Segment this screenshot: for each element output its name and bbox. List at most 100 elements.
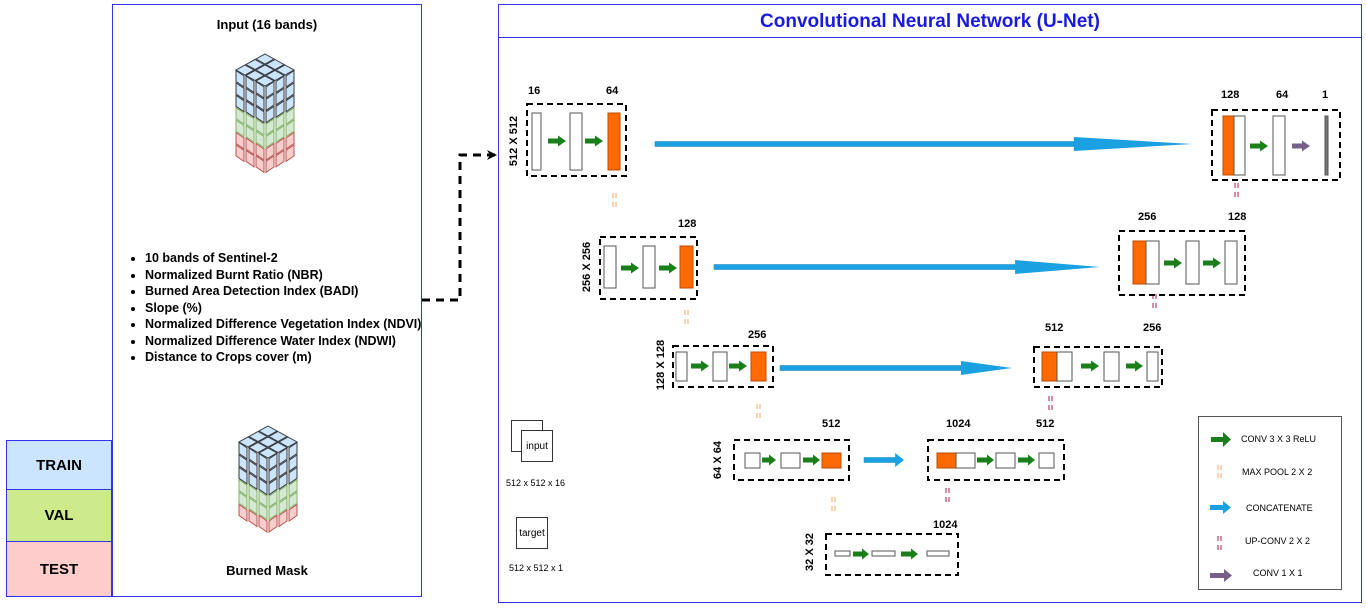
cube-top-cell — [264, 58, 286, 71]
cube-side-cell — [288, 453, 298, 473]
cube-side-cell — [255, 92, 265, 112]
cube-top-cell — [257, 425, 279, 437]
dec4-channels-concat: 128 — [1221, 89, 1240, 101]
cube-side-cell — [278, 496, 288, 516]
cube-top-cell — [277, 436, 299, 448]
legend: CONV 3 X 3 ReLU MAX POOL 2 X 2 CONCATENA… — [1198, 416, 1342, 590]
cube-side-cell — [275, 99, 285, 119]
cube-side-cell — [238, 478, 248, 498]
legend-conv3x3-label: CONV 3 X 3 ReLU — [1241, 434, 1317, 444]
cube-top-cell — [264, 69, 286, 82]
cube-side-cell — [275, 112, 285, 131]
maxpool-connector-1 — [612, 193, 617, 207]
unet-panel: Convolutional Neural Network (U-Net) — [498, 4, 1362, 603]
cube-side-cell — [255, 105, 265, 124]
cube-side-cell — [255, 80, 265, 99]
cube-side-cell — [275, 137, 285, 156]
cube-side-cell — [248, 484, 258, 503]
cube-side-cell — [275, 124, 285, 144]
conv1x1-arrow-icon — [1292, 140, 1310, 152]
mask-cube-stack-icon — [237, 425, 299, 533]
conv-arrow-icon — [621, 262, 639, 274]
cube-side-cell — [275, 87, 285, 106]
cube-side-cell — [255, 154, 265, 174]
legend-conv1x1-label: CONV 1 X 1 — [1253, 568, 1303, 578]
feature-map — [1146, 351, 1159, 382]
feature-map — [995, 452, 1016, 469]
dec2-block — [1033, 346, 1163, 388]
feature-map — [955, 452, 976, 469]
dec2-block-256 — [1118, 230, 1246, 296]
cube-side-cell — [268, 514, 278, 533]
legend-maxpool-icon — [1217, 465, 1222, 478]
conv-arrow-icon — [1203, 257, 1221, 269]
cube-side-cell — [235, 81, 245, 101]
conv-arrow-icon — [1081, 360, 1099, 372]
feature-map — [926, 550, 950, 557]
enc3-resolution: 128 X 128 — [655, 339, 667, 391]
band-item: Normalized Difference Water Index (NDWI) — [145, 333, 425, 350]
unet-title: Convolutional Neural Network (U-Net) — [499, 5, 1361, 38]
feature-map — [1224, 240, 1238, 285]
cube-top-cell — [247, 430, 269, 443]
band-item: 10 bands of Sentinel-2 — [145, 250, 425, 267]
cube-top-cell — [237, 436, 259, 448]
conv-arrow-icon — [691, 360, 709, 372]
legend-upconv-label: UP-CONV 2 X 2 — [1245, 536, 1311, 546]
cube-side-cell — [258, 464, 268, 484]
feature-map — [642, 245, 656, 289]
input-to-unet-connector — [422, 150, 497, 302]
feature-map — [1272, 115, 1286, 176]
input-tensor-icon: input — [511, 420, 553, 462]
feature-map — [1145, 240, 1160, 285]
enc2-channels-out: 128 — [678, 218, 697, 230]
feature-map — [712, 351, 728, 382]
cube-side-cell — [235, 94, 245, 113]
cube-side-cell — [258, 477, 268, 496]
band-item: Slope (%) — [145, 300, 425, 317]
cube-side-cell — [278, 459, 288, 478]
conv-arrow-icon — [762, 454, 776, 466]
cube-side-cell — [285, 119, 295, 138]
cube-side-cell — [285, 143, 295, 163]
dec1-block — [927, 439, 1065, 481]
cube-side-cell — [248, 496, 258, 516]
cube-side-cell — [245, 99, 255, 119]
cube-side-cell — [258, 489, 268, 509]
cube-side-cell — [278, 484, 288, 503]
cube-side-cell — [278, 509, 288, 528]
upconv-connector-1 — [1234, 183, 1239, 197]
enc1-channels-out: 64 — [606, 85, 619, 97]
conv-arrow-icon — [803, 454, 820, 466]
cube-top-cell — [257, 436, 279, 448]
dec1-channels-concat: 1024 — [946, 418, 971, 430]
cube-side-cell — [258, 452, 268, 471]
cube-side-cell — [265, 130, 275, 149]
cube-top-cell — [254, 75, 276, 87]
target-shape-label: 512 x 512 x 1 — [509, 563, 564, 573]
bottleneck-block — [825, 533, 959, 576]
bottleneck-resolution: 32 X 32 — [804, 533, 816, 571]
legend-maxpool-label: MAX POOL 2 X 2 — [1242, 467, 1313, 477]
cube-side-cell — [278, 471, 288, 491]
cube-side-cell — [265, 92, 275, 112]
cube-side-cell — [248, 459, 258, 478]
input-panel-title: Input (16 bands) — [216, 17, 318, 32]
cube-top-cell — [244, 58, 266, 71]
cube-side-cell — [238, 466, 248, 485]
feature-map — [780, 452, 801, 469]
feature-map-pooled — [679, 245, 694, 289]
dec1-channels-out: 512 — [1036, 418, 1055, 430]
skip-concat-arrow-4 — [863, 453, 904, 467]
dec3-channels-concat: 256 — [1138, 211, 1157, 223]
cube-side-cell — [285, 131, 295, 150]
cube-side-cell — [268, 477, 278, 496]
band-item: Burned Area Detection Index (BADI) — [145, 283, 425, 300]
feature-map — [675, 351, 688, 382]
unet-graph — [526, 103, 1341, 576]
input-shape-label: 512 x 512 x 16 — [506, 478, 566, 488]
cube-side-cell — [285, 94, 295, 113]
conv-arrow-icon — [729, 360, 747, 372]
dec2-channels-out: 256 — [1143, 322, 1162, 334]
